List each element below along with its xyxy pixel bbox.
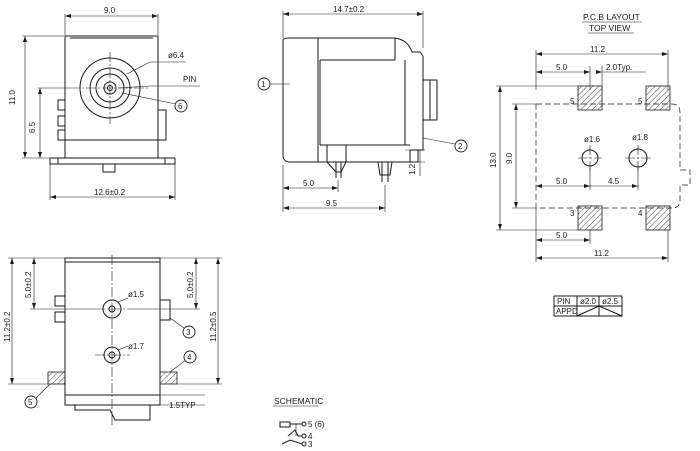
pad-4-label: 4 xyxy=(638,209,643,218)
dim-11-2-bot: 11.2 xyxy=(594,249,610,258)
pad-5a xyxy=(577,85,603,111)
dim-hole-1-6: ø1.6 xyxy=(584,135,601,144)
balloon-5 xyxy=(24,395,38,409)
pad-5a-label: 5 xyxy=(570,97,575,106)
side-view: 14.7±0.2 1 2 1.2 xyxy=(257,5,468,212)
dim-dia-6-4: ø6.4 xyxy=(168,51,185,60)
balloon-5-label: 5 xyxy=(28,398,33,407)
dim-hole-1-5: ø1.5 xyxy=(128,290,145,299)
pin-label: PIN xyxy=(183,75,197,84)
balloon-4 xyxy=(183,350,197,364)
pad-4 xyxy=(645,205,671,231)
pcb-title: P.C.B LAYOUT xyxy=(583,12,640,22)
dim-11-2-left: 11.2±0.2 xyxy=(3,311,12,342)
dim-4-5: 4.5 xyxy=(608,177,620,186)
balloon-6-label: 6 xyxy=(178,102,183,111)
schematic-pin-5-6: 5 (6) xyxy=(308,420,325,429)
schematic-pin-4: 4 xyxy=(308,432,313,441)
pad-3-label: 3 xyxy=(570,209,575,218)
pin-table: PIN ø2.0 ø2.5 APPD xyxy=(553,295,623,317)
dim-11-0: 11.0 xyxy=(8,89,17,105)
dim-9-5: 9.5 xyxy=(326,199,338,208)
dim-1-2: 1.2 xyxy=(408,163,417,175)
table-head-2-0: ø2.0 xyxy=(580,297,597,306)
schematic: SCHEMATIC 5 (6) 4 3 xyxy=(273,396,325,449)
dim-5-0-left: 5.0±0.2 xyxy=(24,271,33,298)
balloon-2 xyxy=(454,139,468,153)
dim-5-0-mid: 5.0 xyxy=(556,177,568,186)
dim-5-0-side: 5.0 xyxy=(303,179,315,188)
dim-14-7: 14.7±0.2 xyxy=(333,5,365,14)
dim-1-5-typ: 1.5TYP xyxy=(169,401,196,410)
balloon-4-label: 4 xyxy=(187,353,192,362)
dim-5-0-bot: 5.0 xyxy=(556,231,568,240)
balloon-3-label: 3 xyxy=(186,328,191,337)
pcb-subtitle: TOP VIEW xyxy=(589,23,630,33)
balloon-2-label: 2 xyxy=(458,142,463,151)
pad-5b xyxy=(645,85,671,111)
dim-9-0-pcb: 9.0 xyxy=(505,152,514,164)
dim-2-0-typ: 2.0Typ. xyxy=(606,63,632,72)
pad-5b-label: 5 xyxy=(638,97,643,106)
dim-13-0: 13.0 xyxy=(489,152,498,168)
schematic-title: SCHEMATIC xyxy=(274,396,323,406)
dim-5-0-top: 5.0 xyxy=(556,63,568,72)
dim-12-6: 12.6±0.2 xyxy=(94,188,126,197)
pcb-layout: P.C.B LAYOUT TOP VIEW 11.2 5.0 2.0Typ. 5… xyxy=(489,12,691,262)
balloon-3 xyxy=(182,325,196,339)
dim-9-0: 9.0 xyxy=(104,6,116,15)
front-view: 9.0 ø6.4 PIN 6 xyxy=(8,6,200,200)
dim-6-5: 6.5 xyxy=(28,121,37,133)
dim-11-2-right: 11.2±0.5 xyxy=(209,311,218,342)
bottom-view: ø1.5 ø1.7 11.2±0.2 5.0±0.2 11.2±0.5 5.0±… xyxy=(3,255,222,425)
dim-11-2-top: 11.2 xyxy=(590,45,606,54)
table-head-pin: PIN xyxy=(557,297,571,306)
dim-5-0-right: 5.0±0.2 xyxy=(186,271,195,298)
balloon-6 xyxy=(174,99,188,113)
dim-hole-1-7: ø1.7 xyxy=(128,342,145,351)
pad-3 xyxy=(577,205,603,231)
schematic-pin-3: 3 xyxy=(308,440,313,449)
table-row-appd: APPD xyxy=(556,307,578,316)
table-head-2-5: ø2.5 xyxy=(602,297,619,306)
balloon-1 xyxy=(257,77,271,91)
dim-hole-1-8: ø1.8 xyxy=(632,133,649,142)
balloon-1-label: 1 xyxy=(261,80,266,89)
